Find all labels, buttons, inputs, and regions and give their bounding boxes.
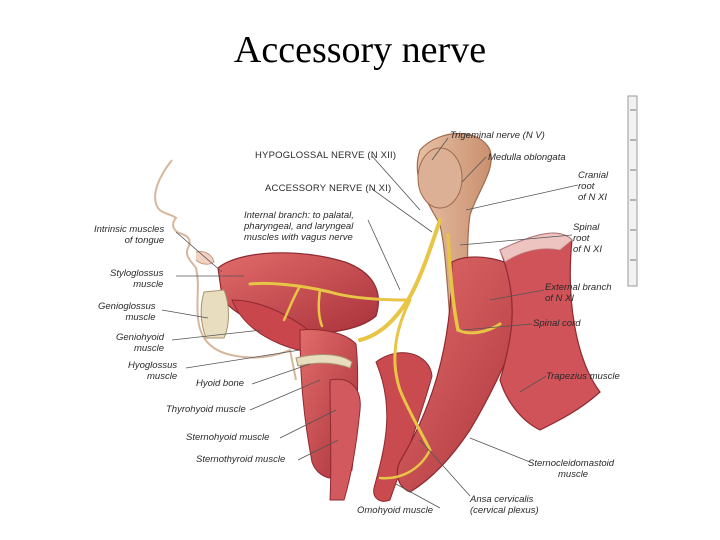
leader-lines [161,137,579,509]
trapezius-muscle [499,232,601,431]
vertebral-strip [627,95,638,287]
medulla-oblongata-label: Medulla oblongata [488,152,566,163]
nerve-paths [248,218,502,480]
sternothyroid-label: Sternothyroid muscle [196,454,286,465]
hyoglossus-label: Hyoglossus muscle [128,360,178,382]
hypoglossal-nerve-label: HYPOGLOSSAL NERVE (N XII) [255,150,397,161]
spinal-cord-label: Spinal cord [533,318,581,329]
trapezius-label: Trapezius muscle [546,371,620,382]
slide-title: Accessory nerve [233,29,487,71]
mandible-bone [200,289,229,339]
omohyoid-muscle [373,352,433,502]
intrinsic-muscles-label: Intrinsic muscles of tongue [94,224,165,246]
thyrohyoid-label: Thyrohyoid muscle [166,404,246,415]
styloglossus-label: Styloglossus muscle [110,268,164,290]
external-branch-label: External branch of N XI [545,282,612,304]
trigeminal-nerve-label: Trigeminal nerve (N V) [450,130,545,141]
geniohyoid-label: Geniohyoid muscle [116,332,165,354]
accessory-nerve-label: ACCESSORY NERVE (N XI) [265,183,392,194]
spinal-root-label: Spinal root of N XI [573,222,603,255]
cranial-root-label: Cranial root of N XI [578,170,609,203]
omohyoid-label: Omohyoid muscle [357,505,434,516]
genioglossus-label: Genioglossus muscle [98,301,156,323]
pons-shape [417,147,463,209]
tongue-muscle [217,252,380,334]
sternohyoid-label: Sternohyoid muscle [186,432,270,443]
hyoid-bone-label: Hyoid bone [196,378,245,389]
sternocleidomastoid-label: Sternocleidomastoid muscle [528,458,615,480]
internal-branch-label: Internal branch: to palatal, pharyngeal,… [244,210,354,243]
sternohyoid-muscle [329,378,361,501]
ansa-cervicalis-label: Ansa cervicalis (cervical plexus) [470,494,539,516]
face-outline [154,159,297,381]
